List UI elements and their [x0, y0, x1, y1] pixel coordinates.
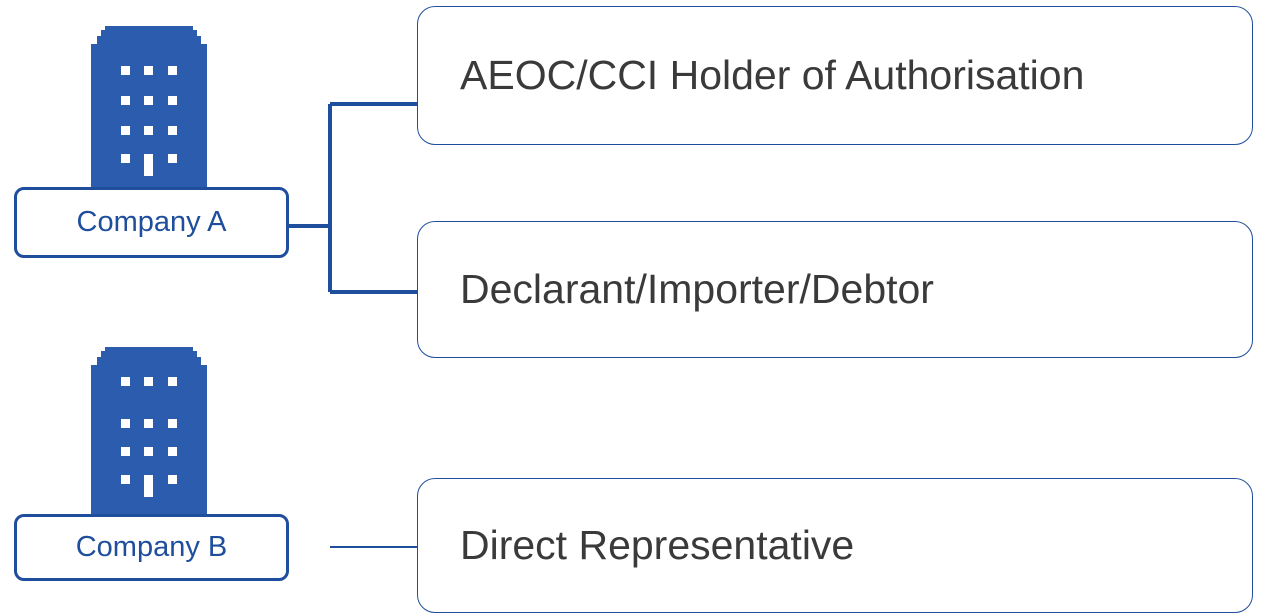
- role-box-direct-representative: Direct Representative: [417, 478, 1253, 613]
- company-a-label: Company A: [14, 187, 289, 258]
- role-label: Direct Representative: [460, 522, 855, 568]
- role-box-declarant: Declarant/Importer/Debtor: [417, 221, 1253, 358]
- building-icon: [91, 26, 207, 196]
- company-b-name: Company B: [75, 531, 228, 563]
- company-b-label: Company B: [14, 514, 289, 581]
- role-label: AEOC/CCI Holder of Authorisation: [460, 52, 1085, 98]
- role-box-holder-of-authorisation: AEOC/CCI Holder of Authorisation: [417, 6, 1253, 145]
- building-icon: [91, 347, 207, 517]
- connector-company-a: [289, 102, 418, 294]
- company-a-name: Company A: [76, 206, 227, 238]
- role-label: Declarant/Importer/Debtor: [460, 266, 934, 312]
